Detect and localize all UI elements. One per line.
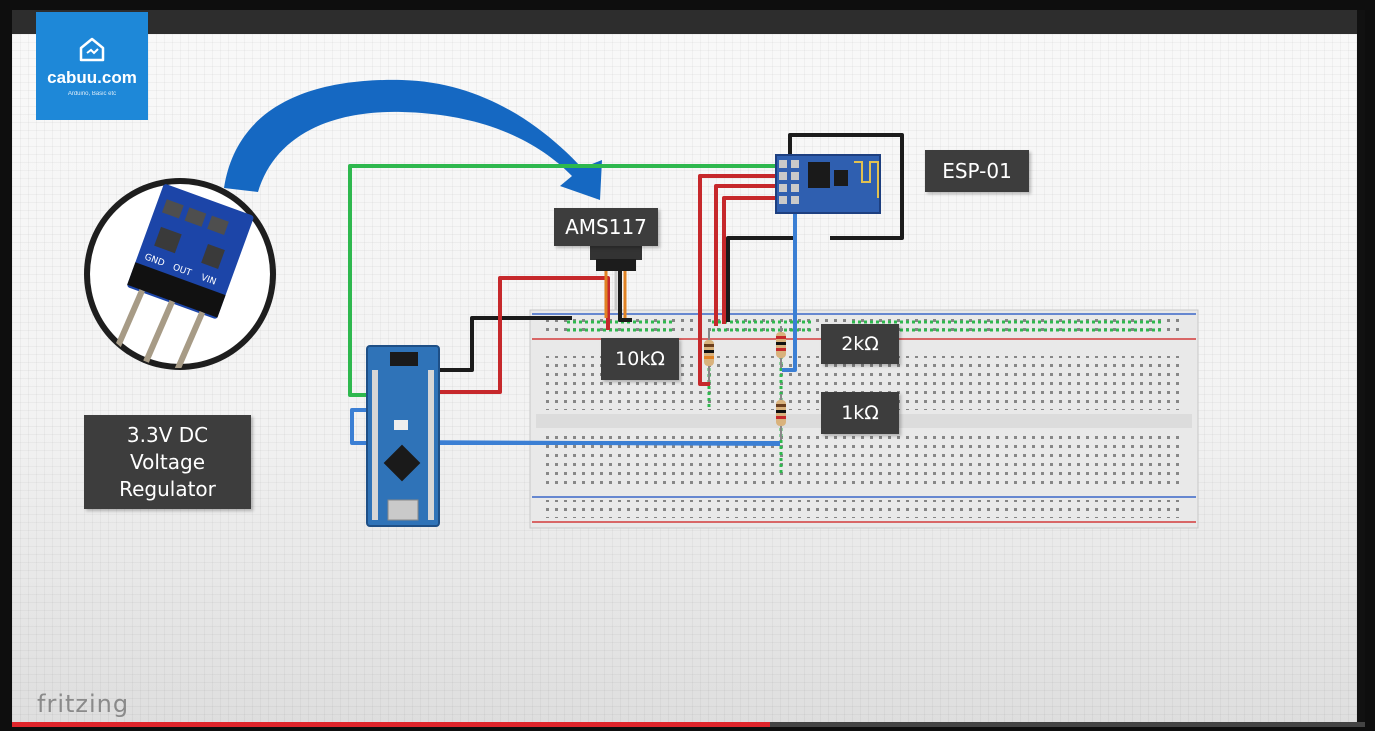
regulator-line-3: Regulator — [119, 476, 216, 501]
resistors — [704, 326, 786, 440]
arduino-nano — [366, 345, 440, 527]
label-10k: 10kΩ — [601, 338, 679, 380]
label-esp01: ESP-01 — [925, 150, 1029, 192]
right-edge — [1357, 10, 1365, 727]
top-bar — [12, 10, 1365, 34]
pin-label-vin: VIN — [199, 273, 217, 288]
regulator-line-1: 3.3V DC — [126, 422, 209, 447]
esp01-module — [775, 154, 881, 214]
video-progress-bar[interactable] — [12, 722, 1365, 727]
resistor-1k — [776, 394, 786, 440]
label-ams117: AMS117 — [554, 208, 658, 246]
curved-arrow — [224, 79, 602, 200]
wires — [348, 133, 904, 446]
circuit-svg: GND OUT VIN — [84, 79, 1199, 529]
regulator-line-2: Voltage — [129, 449, 206, 474]
label-1k: 1kΩ — [821, 392, 899, 434]
label-regulator: 3.3V DC Voltage Regulator — [84, 415, 251, 509]
logo-name: cabuu.com — [47, 68, 137, 87]
cabuu-logo[interactable]: cabuu.com Arduino, Basic etc — [36, 12, 148, 120]
ams117-chip — [590, 246, 642, 318]
fritzing-watermark: fritzing — [37, 690, 130, 718]
regulator-module-photo: GND OUT VIN — [84, 178, 276, 370]
resistor-2k — [776, 326, 786, 368]
logo-tagline: Arduino, Basic etc — [67, 91, 117, 97]
house-icon — [79, 37, 105, 62]
label-2k: 2kΩ — [821, 324, 899, 364]
video-progress-fill — [12, 722, 770, 727]
diagram-canvas: GND OUT VIN cabuu.com Arduino, Basic etc… — [12, 10, 1365, 727]
resistor-10k — [704, 330, 714, 382]
